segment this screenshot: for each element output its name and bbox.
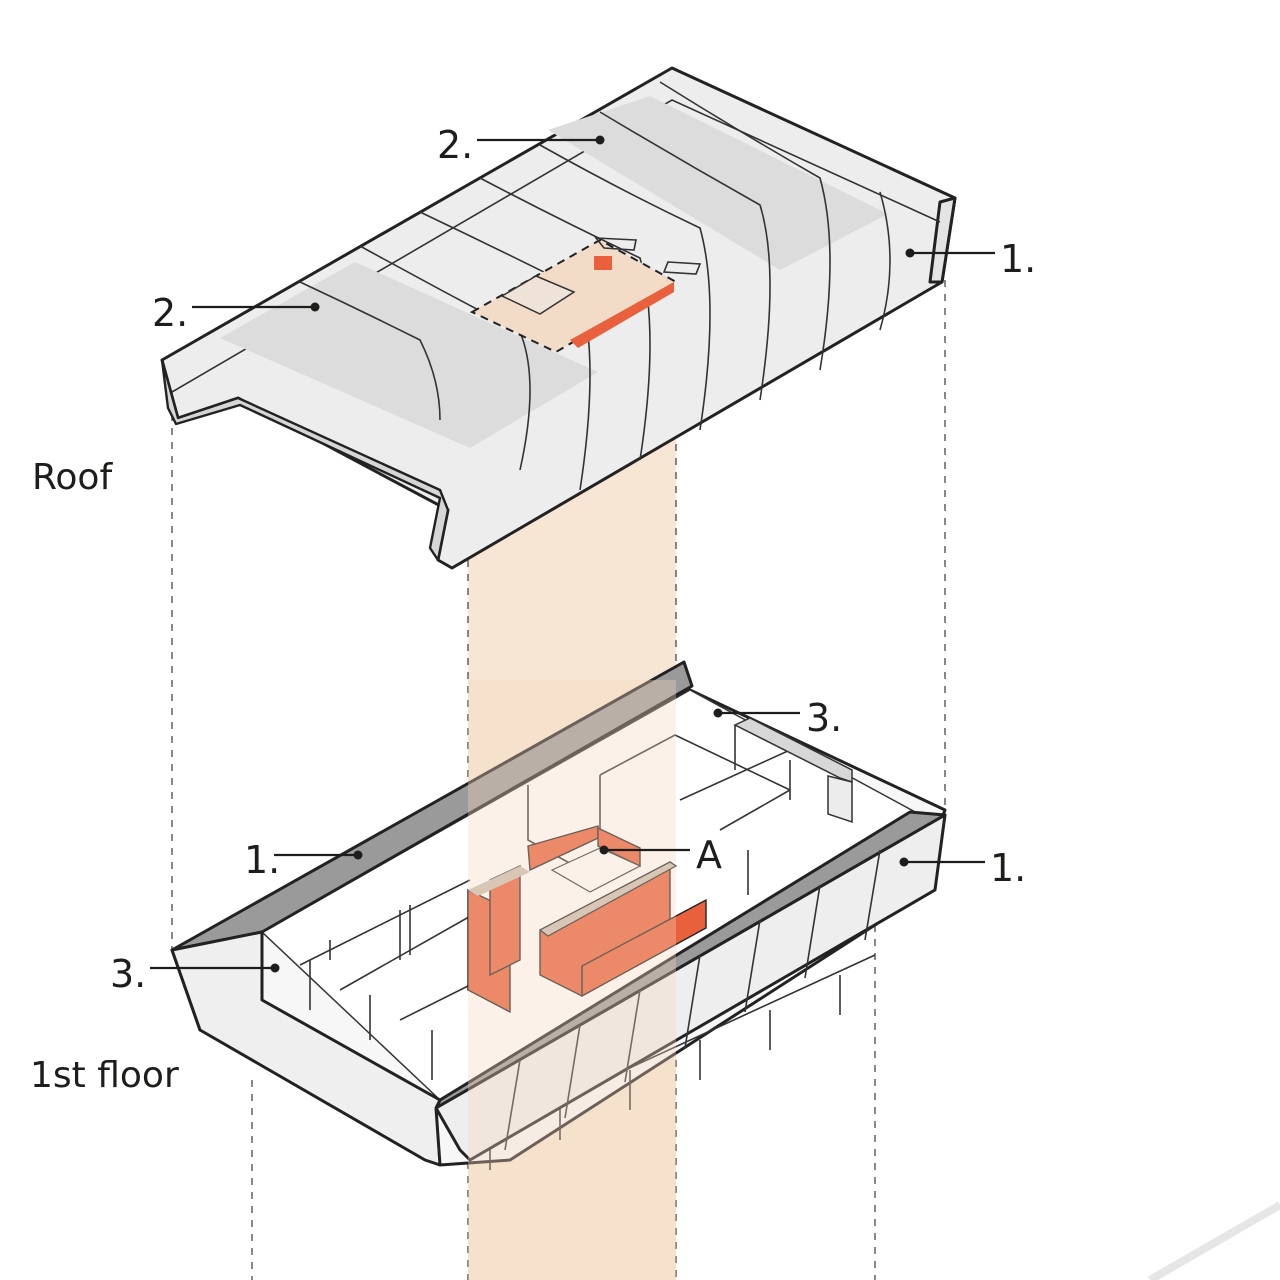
level-label-roof: Roof [32, 457, 113, 498]
callout-floor-3-left: 3. [110, 952, 146, 996]
callout-floor-1-left: 1. [244, 838, 280, 882]
roof-core-block [594, 256, 612, 270]
roof-panel-top [548, 96, 888, 270]
callout-roof-2-top: 2. [437, 123, 473, 167]
roof-core-strip [570, 282, 674, 348]
callout-roof-1: 1. [1000, 237, 1036, 281]
core-band-overlay [468, 680, 676, 1280]
first-floor-volume [170, 660, 947, 1170]
callout-floor-1-right: 1. [990, 846, 1026, 890]
level-label-first-floor: 1st floor [30, 1055, 179, 1096]
callout-floor-3-top: 3. [806, 696, 842, 740]
callout-floor-a: A [696, 833, 722, 877]
roof-opening-outline [469, 238, 679, 354]
roof-volume [160, 66, 957, 570]
callout-leaders [150, 135, 995, 973]
callout-roof-2-left: 2. [152, 291, 188, 335]
core-block-a [467, 825, 707, 1014]
decorative-stroke [1148, 1201, 1280, 1280]
side-face-ribs [504, 849, 881, 1151]
